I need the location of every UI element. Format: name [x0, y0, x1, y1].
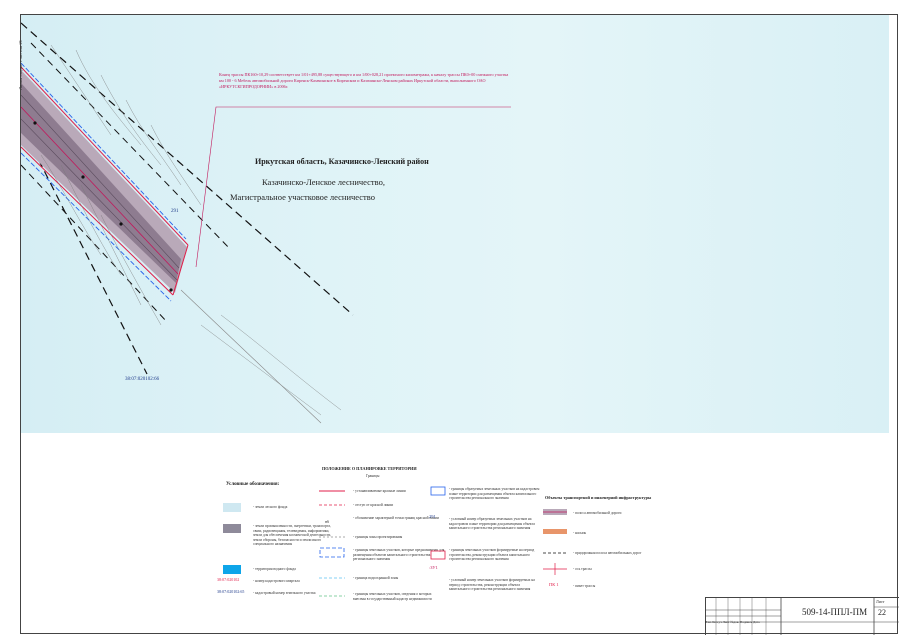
picket-point — [81, 175, 85, 179]
legend-formed-plots: - границы образуемых земельных участков … — [449, 487, 540, 501]
red-line-bottom — [21, 146, 174, 296]
sheet-number: 22 — [878, 608, 886, 617]
transport-symbols — [543, 509, 567, 575]
picket-point — [119, 222, 123, 226]
legend-roadside: - придорожная полоса автомобильных дорог — [573, 551, 642, 555]
picket-label: ПК 1 — [549, 582, 559, 587]
planning-subtitle: Границы — [366, 474, 380, 478]
blue-line-top — [21, 62, 187, 240]
right-code-zu1: :ЗУ1 — [429, 565, 438, 570]
mid-legend-symbols: н6 — [319, 490, 345, 597]
right-legend-symbols — [430, 486, 446, 560]
document-code: 509-14-ППЛ-ПМ — [802, 607, 868, 617]
planning-title: ПОЛОЖЕНИЕ О ПЛАНИРОВКЕ ТЕРРИТОРИИ — [322, 466, 417, 471]
swatch-industry — [223, 524, 241, 533]
picket-point — [169, 288, 173, 292]
legend-water: - территория водного фонда — [253, 567, 296, 571]
legend-title: Условные обозначения: — [226, 482, 280, 487]
blue-line-bottom — [21, 152, 172, 302]
road-extension — [180, 289, 322, 424]
picket-point — [33, 121, 37, 125]
swatch-forest — [223, 503, 241, 512]
quarter-code: 38:07:020102 — [217, 577, 240, 582]
title-block — [705, 597, 899, 635]
match-line-label: Линия сводки с листом 21 — [18, 39, 23, 90]
legend-point: - обозначение характерной точки границ к… — [353, 516, 439, 520]
legend-water-zone: - граница водоохранной зоны — [353, 576, 399, 580]
legend-plots-regional: - границы земельных участков, которые пр… — [353, 548, 445, 562]
legend-temporary-plots: - границы земельных участков формируемые… — [449, 548, 535, 562]
plot-code: 291 — [171, 209, 179, 214]
legend-gkn: - границы земельных участков, сведения о… — [353, 592, 432, 601]
red-line-end — [172, 244, 189, 296]
legend-axis: - ось трассы — [573, 567, 592, 571]
legend-plot: - кадастровый номер земельного участка — [253, 591, 316, 595]
legend-quarter: - номер кадастрового квартала — [253, 579, 300, 583]
route-end-note: Конец трассы ПК160+10,29 соответствует к… — [219, 72, 509, 89]
plot-code-legend: 38:07:020102:65 — [217, 589, 245, 594]
legend-embankment: - насыпь — [573, 531, 587, 535]
legend-area: Условные обозначения: - земли лесного фо… — [21, 433, 889, 633]
legend-red-lines: - устанавливаемые красные линии — [353, 489, 406, 493]
legend-industry: - земли промышленности, энергетики, тран… — [253, 524, 332, 547]
legend-red-offset: - отступ от красной линии — [353, 503, 394, 507]
forestry-name: Казачинско-Ленское лесничество, — [262, 177, 385, 187]
drawing-frame — [20, 14, 898, 634]
title-block-grid — [706, 598, 899, 635]
legend-picket: - пикет трассы — [573, 584, 596, 588]
forestry-district: Магистральное участковое лесничество — [230, 192, 375, 202]
title-block-columns: Изм. Кол.уч Лист №док. Подпись Дата — [705, 620, 760, 624]
road-line-1 — [21, 94, 180, 269]
swatch-water — [223, 565, 241, 574]
boundary-outer-bottom — [21, 124, 148, 375]
road-plan — [21, 22, 511, 424]
note-leader — [195, 106, 511, 268]
svg-text:н6: н6 — [325, 519, 329, 524]
transport-title: Объекты транспортной и инженерной инфрас… — [545, 495, 652, 500]
red-line-top — [21, 66, 189, 246]
terrain-contours — [40, 44, 342, 416]
region-title: Иркутская область, Казачинско-Ленский ра… — [255, 157, 429, 166]
legend-design-zone: - границы зоны проектирования — [353, 535, 403, 539]
legend-road-lane: - полоса автомобильной дороги — [573, 511, 622, 515]
sheet-label: Лист — [876, 599, 885, 604]
map-area: Конец трассы ПК160+10,29 соответствует к… — [21, 15, 889, 433]
cadastral-number: 38:07:020102:66 — [125, 377, 160, 382]
right-code-291: 291 — [429, 514, 436, 519]
road-axis — [21, 106, 179, 275]
legend-forest: - земли лесного фонда — [253, 505, 288, 509]
legend-temporary-number: - условный номер земельных участков форм… — [449, 578, 535, 592]
boundary-outer-top — [21, 22, 354, 316]
road-line-2 — [21, 118, 178, 281]
legend-formed-number: - условный номер образуемых земельных уч… — [449, 517, 535, 531]
